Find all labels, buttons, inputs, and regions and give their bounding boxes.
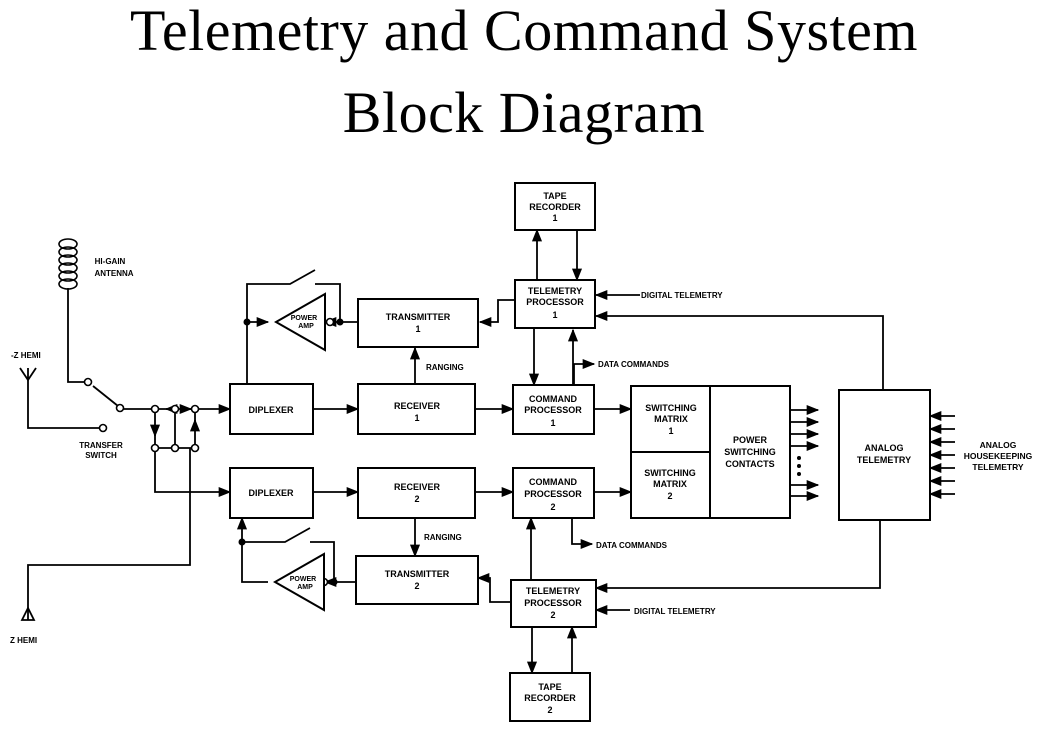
svg-text:TRANSMITTER: TRANSMITTER — [385, 569, 450, 579]
svg-text:1: 1 — [668, 426, 673, 436]
analog-housekeeping-label-2: HOUSEKEEPING — [964, 451, 1033, 461]
svg-text:AMP: AMP — [297, 584, 313, 591]
svg-text:POWER: POWER — [291, 315, 317, 322]
tape-recorder-2-block: TAPE RECORDER 2 — [509, 672, 591, 722]
transfer-switch-label-2: SWITCH — [85, 451, 117, 460]
z-hemi-bottom-label: Z HEMI — [10, 636, 37, 645]
svg-text:PROCESSOR: PROCESSOR — [524, 405, 582, 415]
svg-text:AMP: AMP — [298, 323, 314, 330]
power-amp-1: POWER AMP — [273, 292, 326, 352]
ranging-1-label: RANGING — [426, 363, 464, 372]
svg-text:RECEIVER: RECEIVER — [394, 401, 441, 411]
svg-text:1: 1 — [550, 418, 555, 428]
analog-telemetry-block: ANALOG TELEMETRY — [838, 389, 931, 521]
telemetry-processor-1-block: TELEMETRY PROCESSOR 1 — [514, 279, 596, 329]
hi-gain-antenna-label: HI-GAIN — [95, 257, 126, 266]
svg-text:CONTACTS: CONTACTS — [725, 459, 774, 469]
z-hemi-bottom-antenna-icon — [20, 605, 36, 621]
svg-text:1: 1 — [415, 324, 420, 334]
svg-text:TELEMETRY: TELEMETRY — [528, 286, 582, 296]
z-hemi-top-antenna-icon — [19, 367, 37, 382]
analog-housekeeping-label-3: TELEMETRY — [972, 462, 1023, 472]
transmitter-1-block: TRANSMITTER 1 — [357, 298, 479, 348]
svg-text:SWITCHING: SWITCHING — [644, 468, 696, 478]
svg-text:COMMAND: COMMAND — [529, 394, 577, 404]
svg-text:SWITCHING: SWITCHING — [724, 447, 776, 457]
svg-text:1: 1 — [552, 310, 557, 320]
svg-text:TAPE: TAPE — [543, 191, 566, 201]
power-amp-2: POWER AMP — [272, 552, 325, 612]
transfer-switch-label: TRANSFER — [79, 441, 123, 450]
diplexer-1-block: DIPLEXER — [229, 383, 314, 435]
svg-text:MATRIX: MATRIX — [653, 479, 687, 489]
svg-text:POWER: POWER — [733, 435, 768, 445]
svg-text:1: 1 — [552, 213, 557, 223]
svg-text:TRANSMITTER: TRANSMITTER — [386, 312, 451, 322]
svg-text:ANALOG: ANALOG — [865, 443, 904, 453]
hi-gain-antenna-label-2: ANTENNA — [94, 269, 133, 278]
svg-text:TAPE: TAPE — [538, 682, 561, 692]
junction-nodes — [83, 317, 344, 587]
svg-text:TELEMETRY: TELEMETRY — [857, 455, 911, 465]
digital-telemetry-1-label: DIGITAL TELEMETRY — [641, 291, 723, 300]
ellipsis-dots — [797, 456, 801, 476]
svg-text:DIPLEXER: DIPLEXER — [248, 405, 294, 415]
command-processor-2-block: COMMAND PROCESSOR 2 — [512, 467, 595, 519]
transmitter-2-block: TRANSMITTER 2 — [355, 555, 479, 605]
svg-text:1: 1 — [414, 413, 419, 423]
svg-text:RECORDER: RECORDER — [524, 693, 576, 703]
analog-housekeeping-label: ANALOG — [980, 440, 1017, 450]
data-commands-2-label: DATA COMMANDS — [596, 541, 668, 550]
svg-text:2: 2 — [550, 502, 555, 512]
diplexer-2-block: DIPLEXER — [229, 467, 314, 519]
svg-text:TELEMETRY: TELEMETRY — [526, 586, 580, 596]
svg-text:2: 2 — [414, 581, 419, 591]
svg-text:PROCESSOR: PROCESSOR — [524, 489, 582, 499]
svg-text:PROCESSOR: PROCESSOR — [526, 297, 584, 307]
hi-gain-antenna-icon — [58, 238, 78, 290]
tape-recorder-1-block: TAPE RECORDER 1 — [514, 182, 596, 231]
svg-text:2: 2 — [667, 491, 672, 501]
telemetry-processor-2-block: TELEMETRY PROCESSOR 2 — [510, 579, 597, 628]
svg-text:DIPLEXER: DIPLEXER — [248, 488, 294, 498]
diagram-title-line-2: Block Diagram — [342, 80, 706, 145]
z-hemi-top-label: -Z HEMI — [11, 351, 41, 360]
svg-text:2: 2 — [547, 705, 552, 715]
switching-matrix-block: SWITCHING MATRIX 1 SWITCHING MATRIX 2 PO… — [630, 385, 791, 519]
data-commands-1-label: DATA COMMANDS — [598, 360, 670, 369]
digital-telemetry-2-label: DIGITAL TELEMETRY — [634, 607, 716, 616]
receiver-2-block: RECEIVER 2 — [357, 467, 476, 519]
svg-text:2: 2 — [414, 494, 419, 504]
ranging-2-label: RANGING — [424, 533, 462, 542]
svg-text:COMMAND: COMMAND — [529, 477, 577, 487]
svg-text:POWER: POWER — [290, 576, 316, 583]
svg-text:PROCESSOR: PROCESSOR — [524, 598, 582, 608]
svg-text:MATRIX: MATRIX — [654, 414, 688, 424]
svg-text:RECORDER: RECORDER — [529, 202, 581, 212]
receiver-1-block: RECEIVER 1 — [357, 383, 476, 435]
command-processor-1-block: COMMAND PROCESSOR 1 — [512, 384, 595, 435]
diagram-title-line-1: Telemetry and Command System — [130, 0, 918, 63]
svg-text:2: 2 — [550, 610, 555, 620]
svg-text:RECEIVER: RECEIVER — [394, 482, 441, 492]
signal-lines — [27, 228, 955, 675]
svg-text:SWITCHING: SWITCHING — [645, 403, 697, 413]
